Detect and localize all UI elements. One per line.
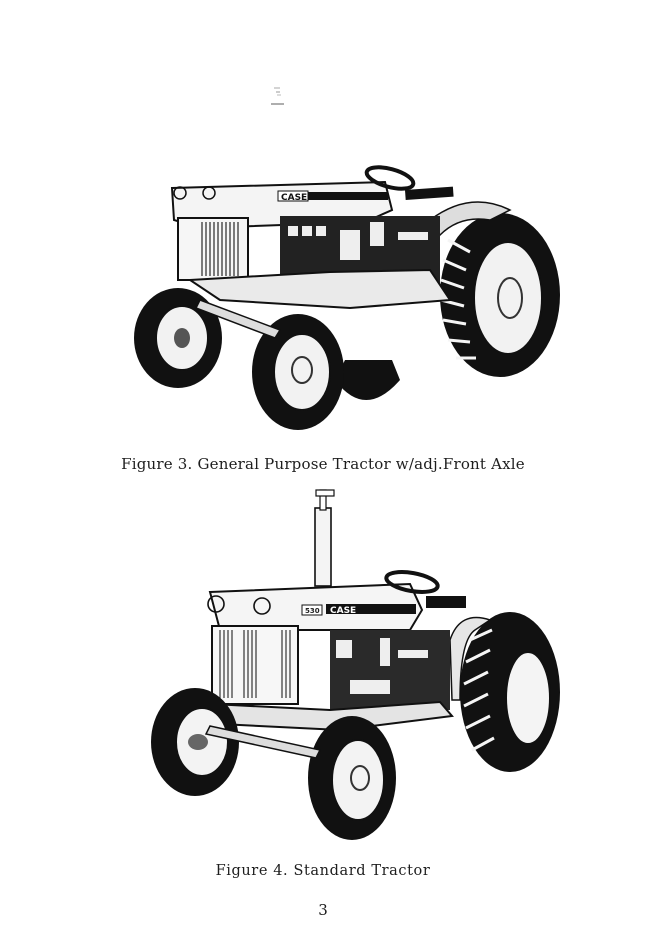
tractor-body: 530 CASE	[207, 570, 466, 732]
model-badge-text: 530	[305, 607, 320, 615]
front-wheel-right	[252, 314, 344, 430]
standard-tractor-illustration: 530 CASE	[151, 489, 560, 840]
front-wheel-left	[134, 288, 222, 388]
exhaust-stack	[314, 489, 335, 587]
front-wheel-right	[308, 716, 396, 840]
general-purpose-tractor-illustration: CASE	[134, 165, 560, 430]
scan-artifact-mark	[271, 87, 284, 105]
front-wheel-left	[151, 688, 239, 796]
tractor-body: CASE	[170, 165, 454, 310]
figure-4-image: 530 CASE	[140, 480, 570, 850]
hood-brand-text: CASE	[330, 606, 356, 616]
hood-brand-text: CASE	[281, 193, 307, 203]
figure-4-caption: Figure 4. Standard Tractor	[215, 863, 431, 879]
rear-wheel	[460, 612, 560, 772]
rear-wheel	[440, 213, 560, 377]
figure-3-image: CASE	[130, 160, 570, 440]
page-number: 3	[318, 901, 328, 919]
figure-3-caption: Figure 3. General Purpose Tractor w/adj.…	[121, 455, 525, 473]
